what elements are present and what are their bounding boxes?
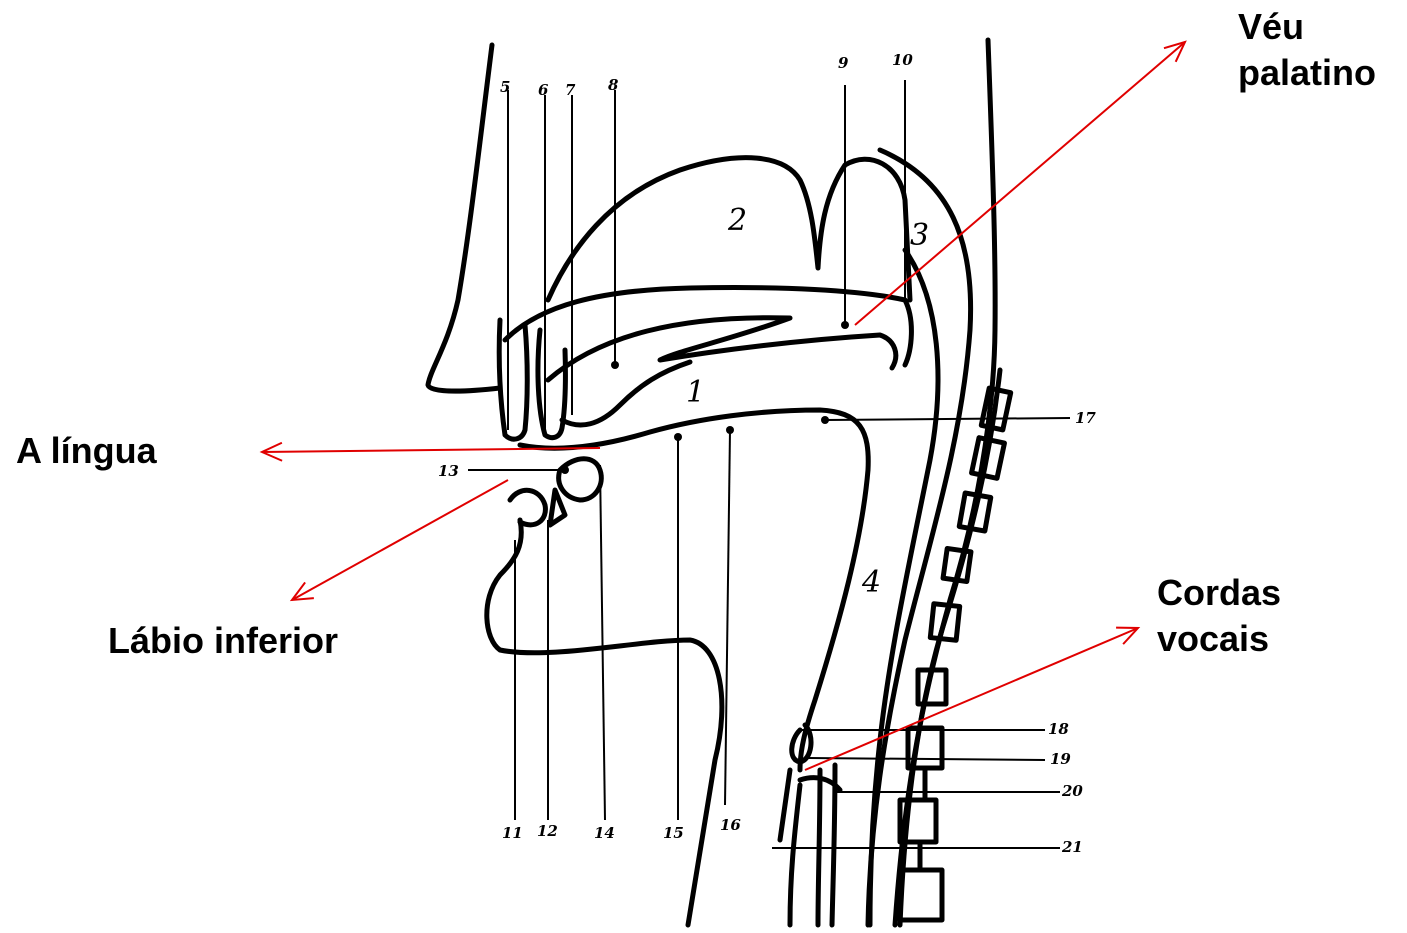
lingua-label: A língua (16, 428, 157, 474)
landmark-16: 16 (720, 816, 741, 834)
landmark-7: 7 (565, 81, 576, 99)
labio-inferior-label: Lábio inferior (108, 618, 338, 664)
trachea-right (832, 765, 835, 925)
landmark-19: 19 (1050, 750, 1071, 768)
landmark-21: 21 (1061, 838, 1083, 856)
lower-tooth-root (550, 490, 565, 525)
upper-gum (562, 362, 690, 425)
cordas-label-line1: Cordas (1157, 570, 1281, 616)
veu-label-line1: Véu (1238, 4, 1376, 50)
landmark-10: 10 (892, 51, 913, 69)
region-label-3: 3 (910, 218, 929, 253)
landmark-9: 9 (838, 54, 849, 72)
landmark-6: 6 (538, 81, 549, 99)
veu-palatino-label: Véu palatino (1238, 4, 1376, 96)
landmark-20: 20 (1061, 782, 1083, 800)
leader-lines (468, 80, 1070, 848)
arrow-cordas-icon (805, 628, 1138, 770)
upper-incisor (499, 320, 527, 439)
landmark-17: 17 (1075, 409, 1096, 427)
callout-arrows (262, 42, 1185, 770)
lower-lip (510, 490, 545, 525)
region-label-4: 4 (861, 565, 881, 600)
landmark-15: 15 (663, 824, 684, 842)
region-label-1: 1 (686, 375, 705, 410)
arrow-labio-icon (292, 480, 508, 600)
landmark-12: 12 (537, 822, 558, 840)
lower-incisor (559, 459, 602, 500)
landmark-13: 13 (438, 462, 459, 480)
cordas-label-line2: vocais (1157, 616, 1281, 662)
landmark-14: 14 (594, 824, 615, 842)
landmark-18: 18 (1048, 720, 1069, 738)
landmark-5: 5 (500, 78, 510, 96)
landmark-8: 8 (608, 76, 619, 94)
veu-label-line2: palatino (1238, 50, 1376, 96)
cordas-vocais-label: Cordas vocais (1157, 570, 1281, 662)
pharynx-back-wall (868, 150, 971, 925)
face-profile (428, 45, 500, 391)
region-label-2: 2 (727, 203, 747, 238)
vertebrae (900, 388, 1011, 920)
landmark-11: 11 (502, 824, 523, 842)
